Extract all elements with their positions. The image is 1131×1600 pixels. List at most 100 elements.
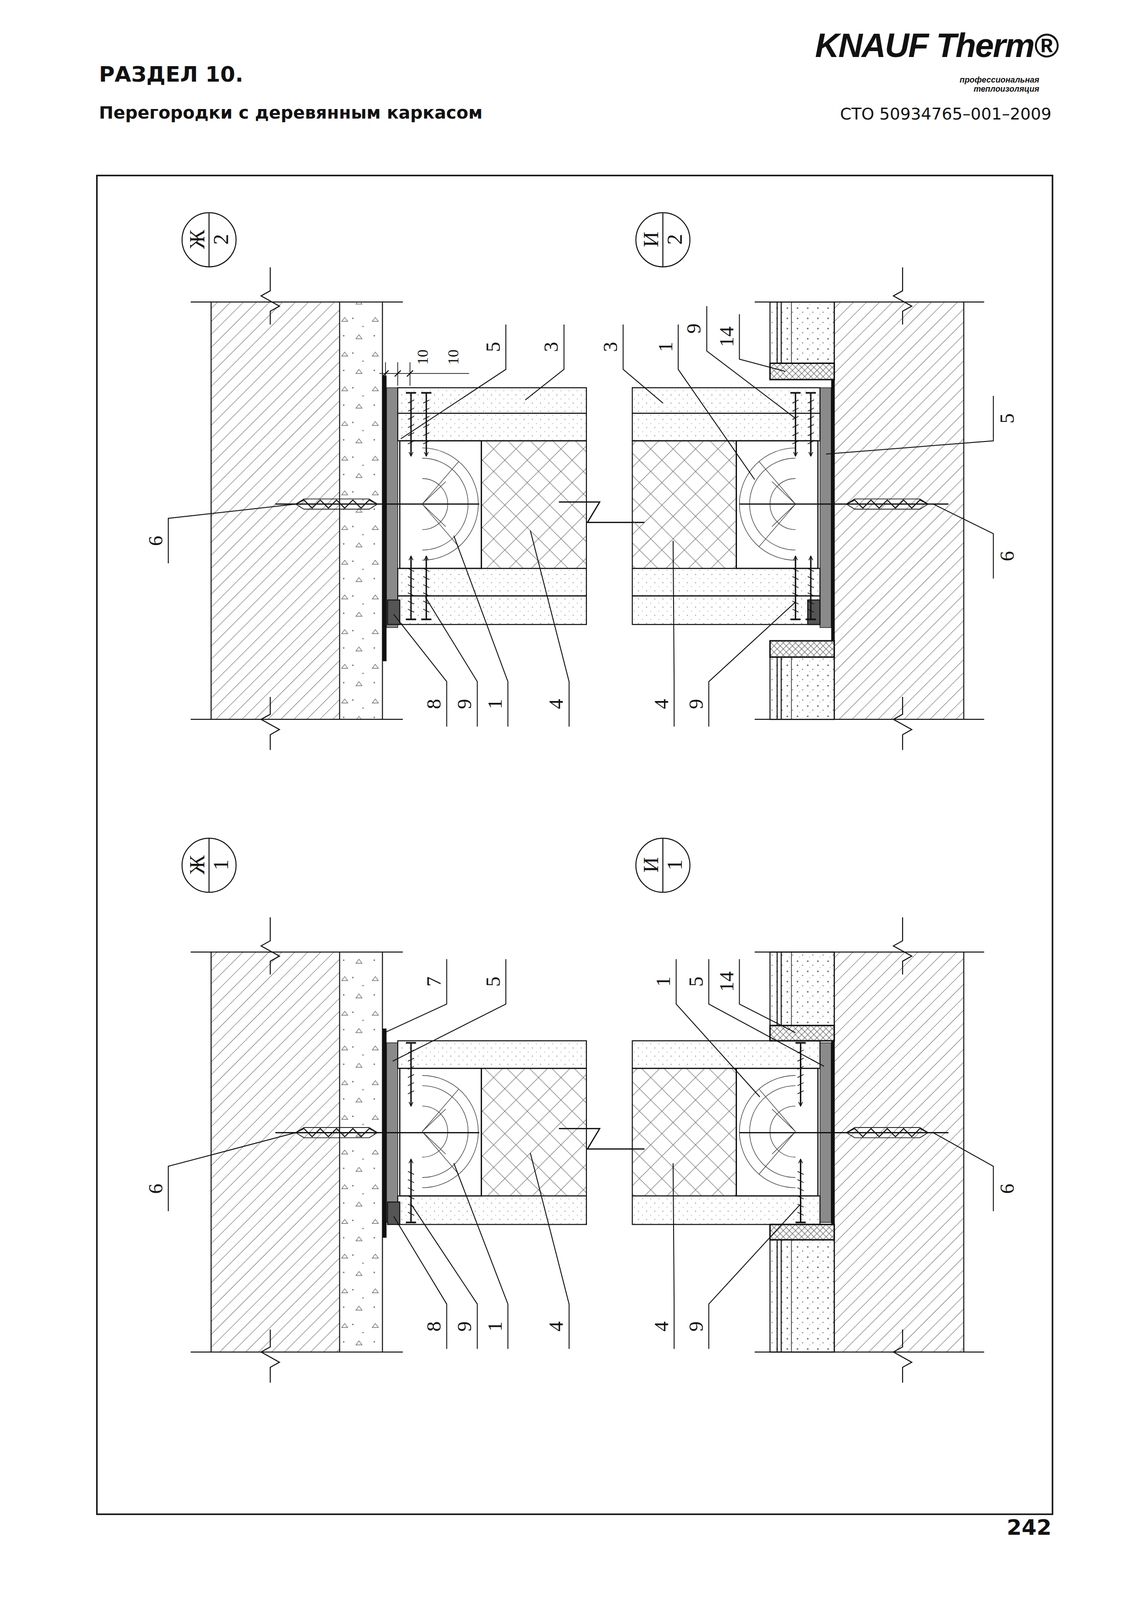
leader-lines — [453, 535, 509, 727]
detail-top-right — [805, 392, 816, 457]
leader-lines — [933, 503, 994, 579]
detail-bottom-right — [776, 951, 778, 1026]
detail-bottom-right — [780, 1239, 782, 1352]
leader-lines — [706, 306, 796, 419]
detail-bottom-left — [260, 917, 280, 975]
detail-bottom-right — [632, 1068, 737, 1196]
callout-number: 1 — [484, 698, 505, 709]
detail-bottom-right — [791, 951, 792, 1026]
detail-top-right — [632, 440, 737, 569]
brand-tagline: профессиональная теплоизоляция — [942, 75, 1039, 94]
detail-top-left — [211, 301, 340, 720]
detail-top-right — [805, 555, 816, 620]
callout-number: 9 — [683, 323, 704, 334]
callout-number: 8 — [423, 698, 444, 709]
detail-bottom-left — [481, 1068, 587, 1196]
detail-bottom-right — [769, 951, 835, 1026]
detail-top-right — [963, 301, 965, 720]
detail-bottom-left — [397, 1195, 587, 1225]
dimension-value: 10 — [415, 349, 431, 365]
marker-letter: И — [639, 212, 664, 268]
page-number: 242 — [1006, 1514, 1052, 1540]
detail-bottom-right — [791, 1239, 792, 1352]
detail-bottom-right — [834, 951, 964, 1352]
detail-top-right — [893, 696, 912, 750]
marker-sheet: 2 — [209, 234, 233, 245]
detail-bottom-right — [893, 917, 912, 975]
section-marker: И1 — [635, 837, 691, 893]
detail-top-left — [379, 373, 470, 374]
leader-lines — [530, 530, 570, 727]
callout-number: 1 — [654, 341, 676, 352]
dimension-value: 10 — [446, 349, 462, 365]
detail-top-left — [295, 498, 378, 509]
callout-number: 5 — [482, 341, 504, 352]
leader-lines — [400, 324, 506, 439]
detail-top-right — [790, 392, 801, 457]
detail-top-left — [421, 555, 432, 620]
leader-lines — [392, 959, 506, 1062]
section-marker: Ж2 — [181, 212, 237, 268]
callout-number: 9 — [685, 1321, 706, 1332]
detail-bottom-right — [632, 917, 985, 1383]
marker-content: Ж2 — [186, 212, 233, 268]
detail-top-left — [190, 718, 403, 720]
callout-number: 9 — [453, 698, 475, 709]
detail-top-right — [769, 657, 835, 720]
section-title: РАЗДЕЛ 10. — [98, 62, 244, 87]
detail-bottom-right — [632, 1195, 820, 1225]
detail-bottom-right — [739, 1131, 949, 1134]
leader-lines — [678, 324, 755, 480]
leader-lines — [825, 395, 994, 455]
callout-number: 3 — [540, 341, 561, 352]
callout-number: 6 — [145, 1183, 166, 1194]
marker-letter: Ж — [186, 212, 210, 268]
detail-top-left — [382, 375, 387, 661]
marker-content: И1 — [639, 837, 686, 893]
callout-number: 5 — [685, 976, 706, 987]
marker-letter: И — [639, 837, 664, 893]
detail-top-right — [780, 657, 782, 720]
detail-top-right — [769, 640, 835, 658]
detail-bottom-left — [295, 1127, 378, 1138]
detail-top-right — [632, 568, 820, 596]
leader-lines — [933, 1132, 994, 1211]
callout-number: 7 — [423, 976, 444, 987]
leader-lines — [168, 306, 994, 1349]
leader-lines — [530, 1152, 570, 1349]
leader-lines — [453, 1162, 509, 1349]
brand-logo: KNAUF Therm® — [814, 26, 1058, 66]
detail-top-left — [260, 696, 280, 750]
detail-top-left — [481, 440, 587, 569]
callout-number: 4 — [545, 1321, 566, 1332]
detail-top-left — [386, 387, 399, 628]
leader-lines — [708, 959, 825, 1067]
detail-bottom-left — [190, 917, 645, 1383]
marker-sheet: 1 — [209, 859, 233, 871]
detail-top-left — [260, 267, 280, 325]
detail-bottom-left — [190, 951, 403, 953]
callout-number: 4 — [650, 698, 672, 709]
leader-lines — [622, 324, 663, 403]
detail-bottom-right — [632, 1040, 820, 1069]
marker-content: И2 — [639, 212, 686, 268]
leader-lines — [410, 1203, 478, 1349]
detail-bottom-right — [846, 1127, 929, 1138]
leader-lines — [393, 1216, 447, 1349]
detail-top-right — [834, 301, 964, 720]
callout-number: 9 — [453, 1321, 475, 1332]
detail-top-right — [769, 363, 835, 380]
detail-top-left — [405, 392, 416, 457]
detail-bottom-left — [387, 1201, 400, 1225]
marker-content: Ж1 — [186, 837, 233, 893]
detail-bottom-left — [210, 951, 212, 1352]
leader-lines — [168, 503, 296, 564]
detail-bottom-right — [795, 1158, 806, 1223]
detail-top-right — [739, 503, 949, 505]
callout-number: 4 — [650, 1321, 672, 1332]
marker-sheet: 2 — [663, 234, 686, 245]
detail-bottom-right — [769, 1025, 835, 1041]
marker-letter: Ж — [186, 837, 210, 893]
detail-top-right — [831, 379, 835, 641]
